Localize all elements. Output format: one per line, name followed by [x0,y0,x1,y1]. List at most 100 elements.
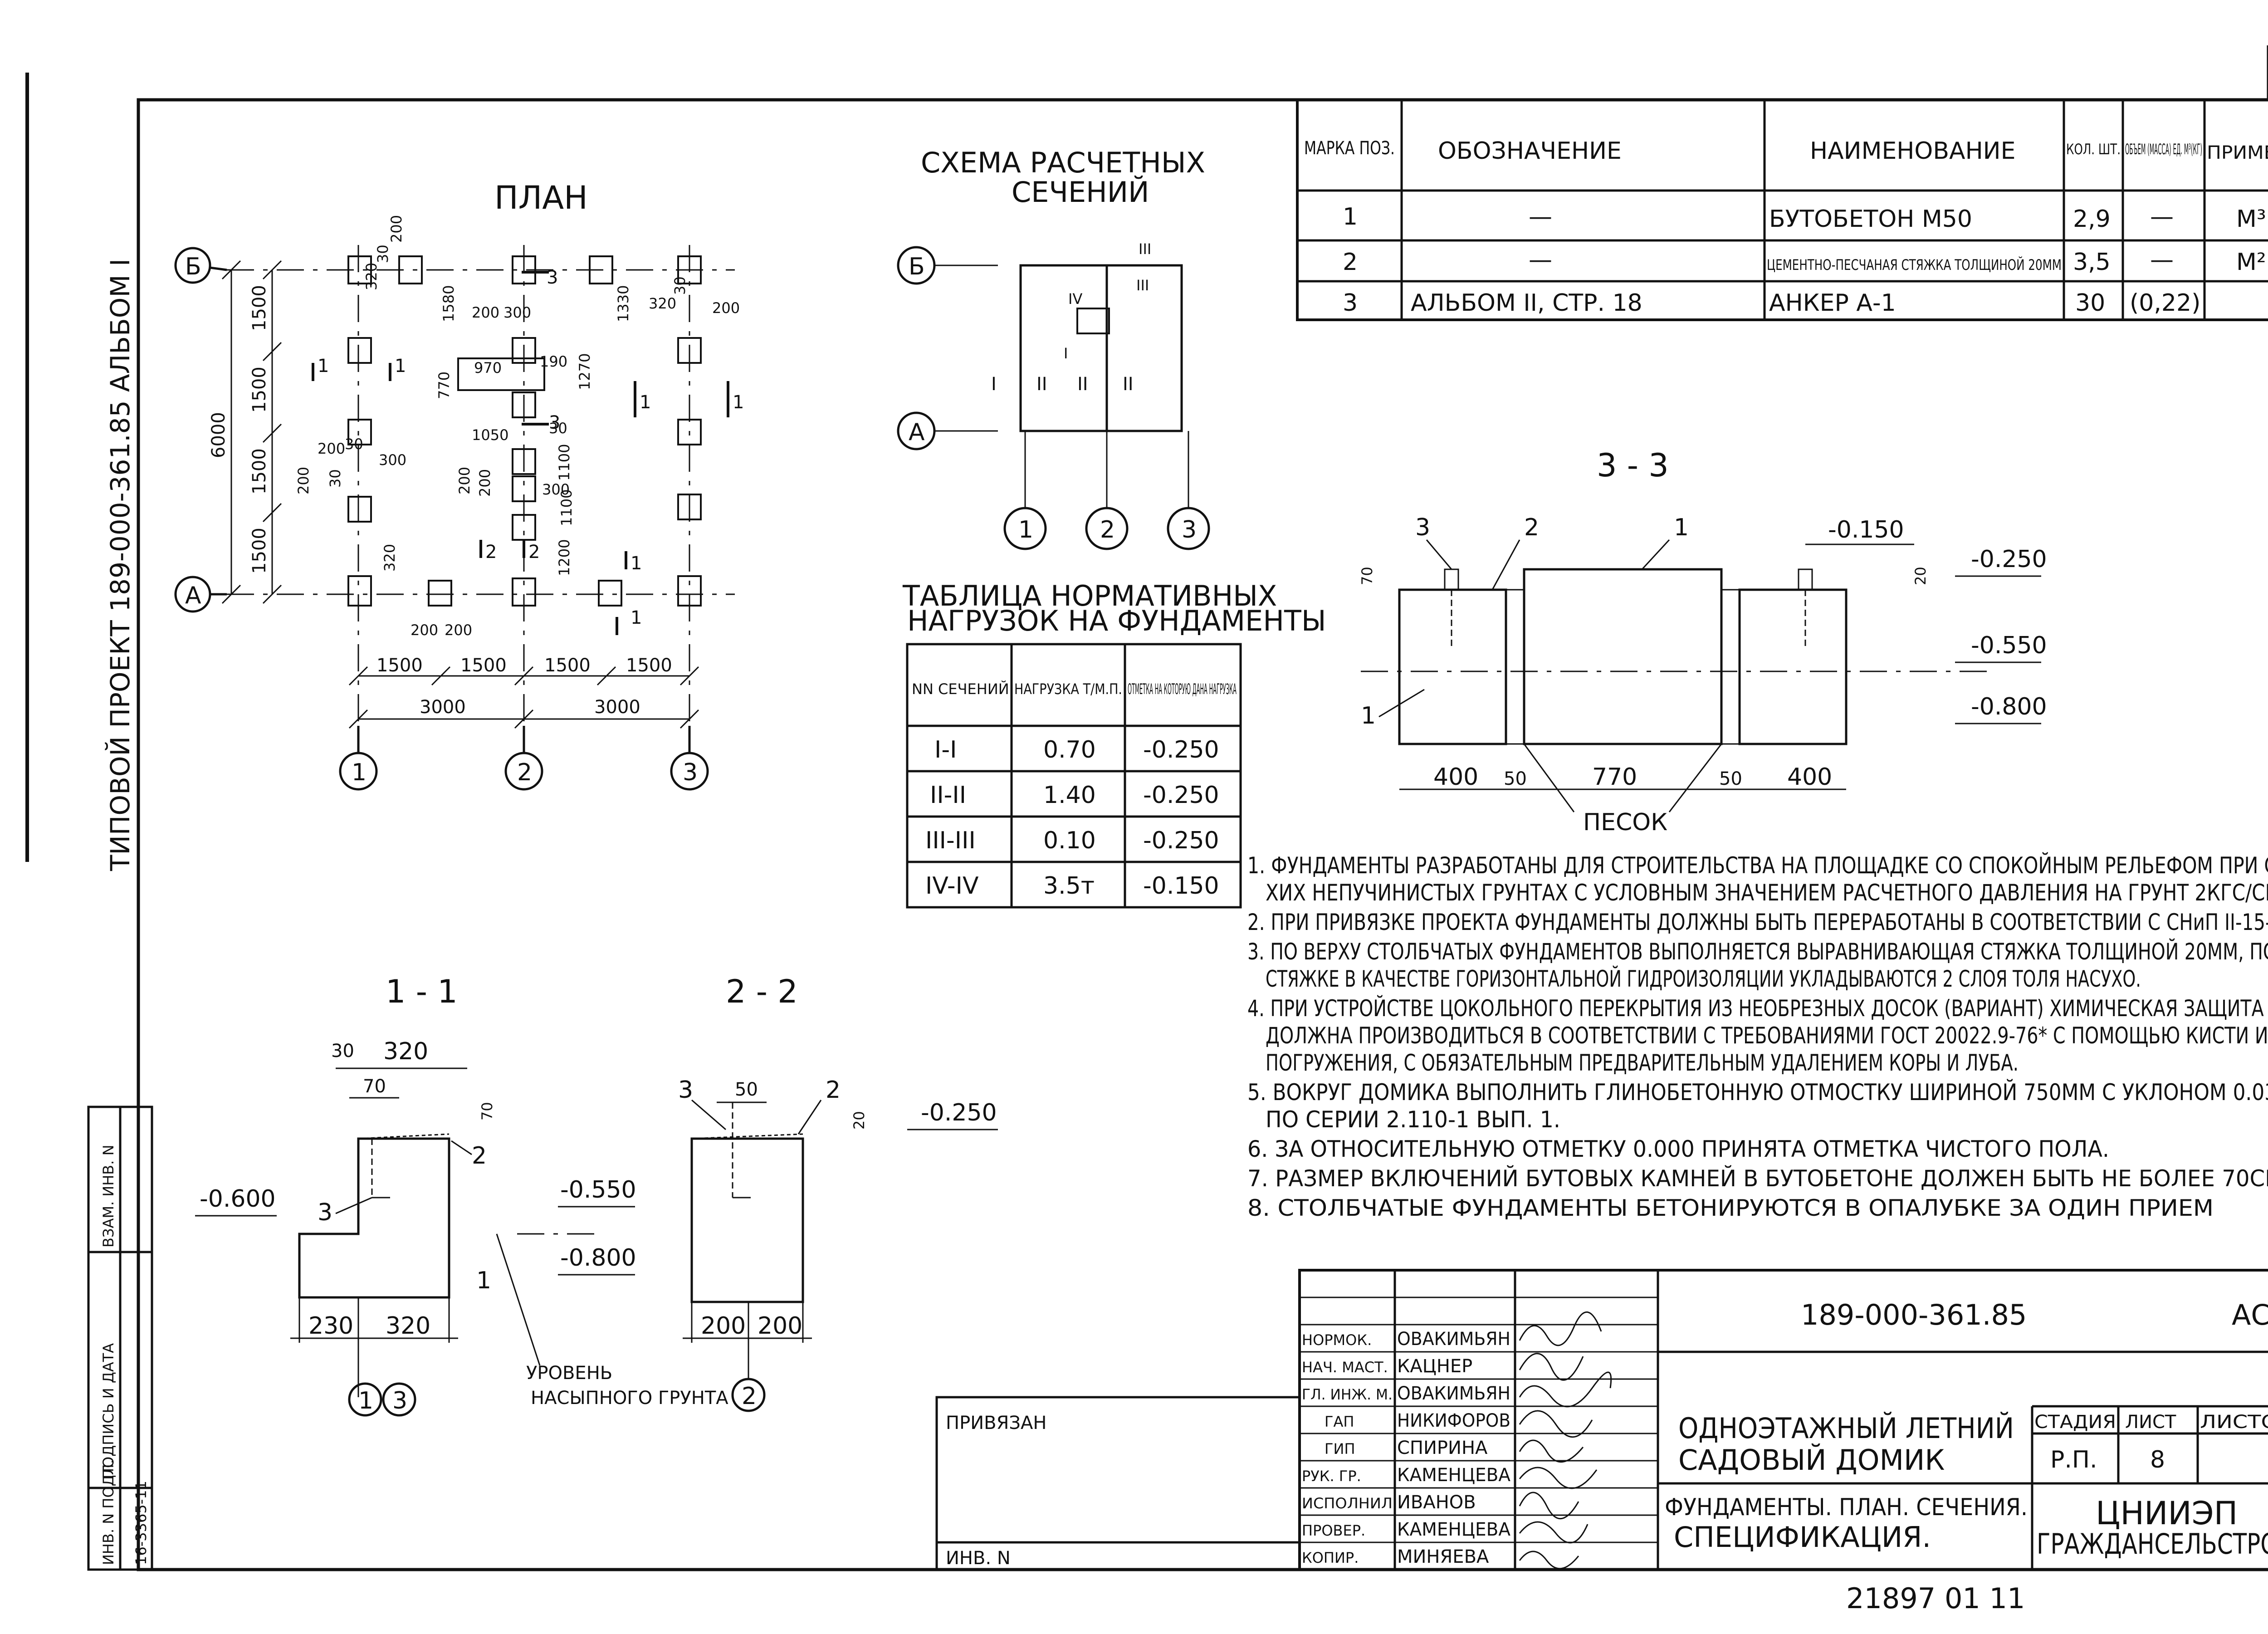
org-name-line1: ЦНИИЭП [2096,1495,2238,1532]
side-title: ТИПОВОЙ ПРОЕКТ 189-000-361.85 АЛЬБОМ I [104,259,136,871]
svg-text:320: 320 [386,1312,430,1340]
plan-dim-bottom-1: 1500 [376,655,423,676]
svg-text:-0.250: -0.250 [1143,827,1219,854]
svg-text:1: 1 [1361,702,1376,729]
svg-text:200: 200 [701,1312,746,1340]
loads-title-line2: НАГРУЗОК НА ФУНДАМЕНТЫ [907,604,1326,637]
loads-header-sections: NN СЕЧЕНИЙ [912,680,1009,698]
svg-text:3,5: 3,5 [2073,249,2111,276]
svg-text:30: 30 [374,245,391,263]
scheme-axis-label-2: 2 [1100,516,1115,543]
title-block: ПРИВЯЗАН ИНВ. N НОРМОК. НАЧ. МАСТ. ГЛ. И… [935,1269,2268,1615]
svg-text:320: 320 [649,295,676,312]
lists-label: ЛИСТОВ [2200,1412,2268,1433]
svg-text:200: 200 [476,469,494,497]
svg-text:-0.600: -0.600 [200,1185,276,1213]
section-33-sand: ПЕСОК [1583,809,1667,836]
svg-text:1: 1 [631,607,642,628]
svg-text:НАЧ. МАСТ.: НАЧ. МАСТ. [1302,1359,1388,1376]
drawing-code: 189-000-361.85 [1801,1298,2027,1331]
spec-header-note: ПРИМЕЧ. [2207,142,2268,163]
note-line-5: СТЯЖКЕ В КАЧЕСТВЕ ГОРИЗОНТАЛЬНОЙ ГИДРОИЗ… [1266,965,2141,992]
loads-rows: I-I 0.70 -0.250 II-II 1.40 -0.250 III-II… [925,736,1219,900]
svg-text:2: 2 [485,542,497,563]
stage-value: Р.П. [2050,1446,2097,1473]
scheme-axis-bubble-1 [1003,507,1047,550]
svg-text:1100: 1100 [556,444,573,481]
svg-text:30: 30 [2075,289,2105,317]
note-line-2: ХИХ НЕПУЧИНИСТЫХ ГРУНТАХ С УСЛОВНЫМ ЗНАЧ… [1266,880,2268,906]
svg-text:30: 30 [671,276,689,295]
svg-text:3: 3 [1343,289,1358,317]
svg-text:БУТОБЕТОН М50: БУТОБЕТОН М50 [1769,205,1972,233]
title-block-names: ОВАКИМЬЯН КАЦНЕР ОВАКИМЬЯН НИКИФОРОВ СПИ… [1397,1329,1511,1567]
svg-text:320: 320 [383,1038,428,1065]
svg-text:300: 300 [379,451,406,469]
section-22-axis-label-2: 2 [742,1383,757,1410]
svg-text:50: 50 [735,1079,758,1100]
svg-text:1200: 1200 [556,539,573,576]
plan-dim-left-3: 1500 [249,448,270,494]
axis-label-3: 3 [683,759,698,786]
bottom-code: 21897 01 11 [1846,1582,2025,1615]
svg-text:КОПИР.: КОПИР. [1302,1549,1359,1566]
svg-text:50: 50 [1719,768,1742,789]
svg-text:-0.250: -0.250 [1143,782,1219,809]
svg-text:200: 200 [388,215,405,243]
svg-text:300: 300 [503,304,531,321]
svg-text:ОВАКИМЬЯН: ОВАКИМЬЯН [1397,1329,1510,1350]
svg-text:III: III [1139,240,1151,258]
section-11-axis-label-3: 3 [392,1387,407,1414]
loads-title-line1: ТАБЛИЦА НОРМАТИВНЫХ [902,579,1277,612]
svg-text:ГИП: ГИП [1325,1440,1355,1458]
ground-level-line1: УРОВЕНЬ [526,1363,612,1384]
general-notes: 1. ФУНДАМЕНТЫ РАЗРАБОТАНЫ ДЛЯ СТРОИТЕЛЬС… [1247,852,2268,1221]
svg-text:(0,22): (0,22) [2130,289,2200,317]
note-line-7: ДОЛЖНА ПРОИЗВОДИТЬСЯ В СООТВЕТСТВИИ С ТР… [1266,1022,2268,1049]
scheme-title-line2: СЕЧЕНИЙ [1012,176,1149,209]
svg-text:30: 30 [327,469,344,488]
section-11-axis-label-1: 1 [358,1387,373,1414]
svg-text:3.5т: 3.5т [1043,872,1095,900]
svg-text:400: 400 [1787,763,1832,791]
svg-text:0.70: 0.70 [1043,736,1096,763]
plan-small-dims: 320 200 30 1580 200 300 1330 320 30 200 … [295,215,740,639]
svg-text:30: 30 [331,1041,354,1062]
stamp-podpis: ПОДПИСЬ И ДАТА [100,1343,117,1479]
svg-text:70: 70 [363,1076,386,1097]
svg-text:I: I [1064,345,1068,362]
svg-text:2,9: 2,9 [2073,205,2111,233]
svg-text:II: II [1036,374,1047,395]
spec-header-volume: ОБЪЕМ (МАССА) ЕД. М³(КГ) [2125,141,2202,158]
section-22-title: 2 - 2 [726,973,798,1010]
scheme-axis-label-1: 1 [1018,516,1033,543]
svg-text:АНКЕР А-1: АНКЕР А-1 [1769,289,1896,317]
left-stamp: ВЗАМ. ИНВ. N ПОДПИСЬ И ДАТА ИНВ. N ПОДЛ.… [87,1106,153,1571]
stamp-inv-number: 16-3365-11 [132,1481,150,1565]
svg-text:—: — [1529,203,1552,230]
svg-text:-0.550: -0.550 [1971,632,2047,659]
svg-text:3: 3 [1415,514,1430,541]
list-value: 8 [2150,1446,2165,1473]
privyazan-label: ПРИВЯЗАН [946,1413,1046,1433]
plan-dim-left-total: 6000 [208,412,229,458]
plan-pillars [347,255,702,607]
plan-title: ПЛАН [494,179,588,216]
svg-text:1: 1 [631,553,642,574]
svg-text:970: 970 [474,359,502,377]
axis-label-2: 2 [517,759,532,786]
foundation-plan: ПЛАН Б А 1 2 3 [174,179,744,791]
note-line-3: 2. ПРИ ПРИВЯЗКЕ ПРОЕКТА ФУНДАМЕНТЫ ДОЛЖН… [1247,909,2268,935]
svg-text:1.40: 1.40 [1043,782,1096,809]
svg-text:70: 70 [479,1102,496,1120]
plan-dim-left-4: 1500 [249,528,270,574]
plan-dim-left-2: 1500 [249,367,270,413]
svg-text:ПРОВЕР.: ПРОВЕР. [1302,1522,1365,1539]
section-2-2: 2 - 2 50 20 -0.250 3 2 200 200 2 [678,973,998,1412]
svg-text:ЦЕМЕНТНО-ПЕСЧАНАЯ СТЯЖКА ТОЛЩИ: ЦЕМЕНТНО-ПЕСЧАНАЯ СТЯЖКА ТОЛЩИНОЙ 20ММ [1767,256,2062,274]
svg-text:1: 1 [1343,203,1358,230]
note-line-4: 3. ПО ВЕРХУ СТОЛБЧАТЫХ ФУНДАМЕНТОВ ВЫПОЛ… [1247,938,2268,965]
svg-text:200: 200 [758,1312,802,1340]
svg-text:-0.800: -0.800 [1971,693,2047,720]
note-line-12: 7. РАЗМЕР ВКЛЮЧЕНИЙ БУТОВЫХ КАМНЕЙ В БУТ… [1247,1165,2268,1192]
